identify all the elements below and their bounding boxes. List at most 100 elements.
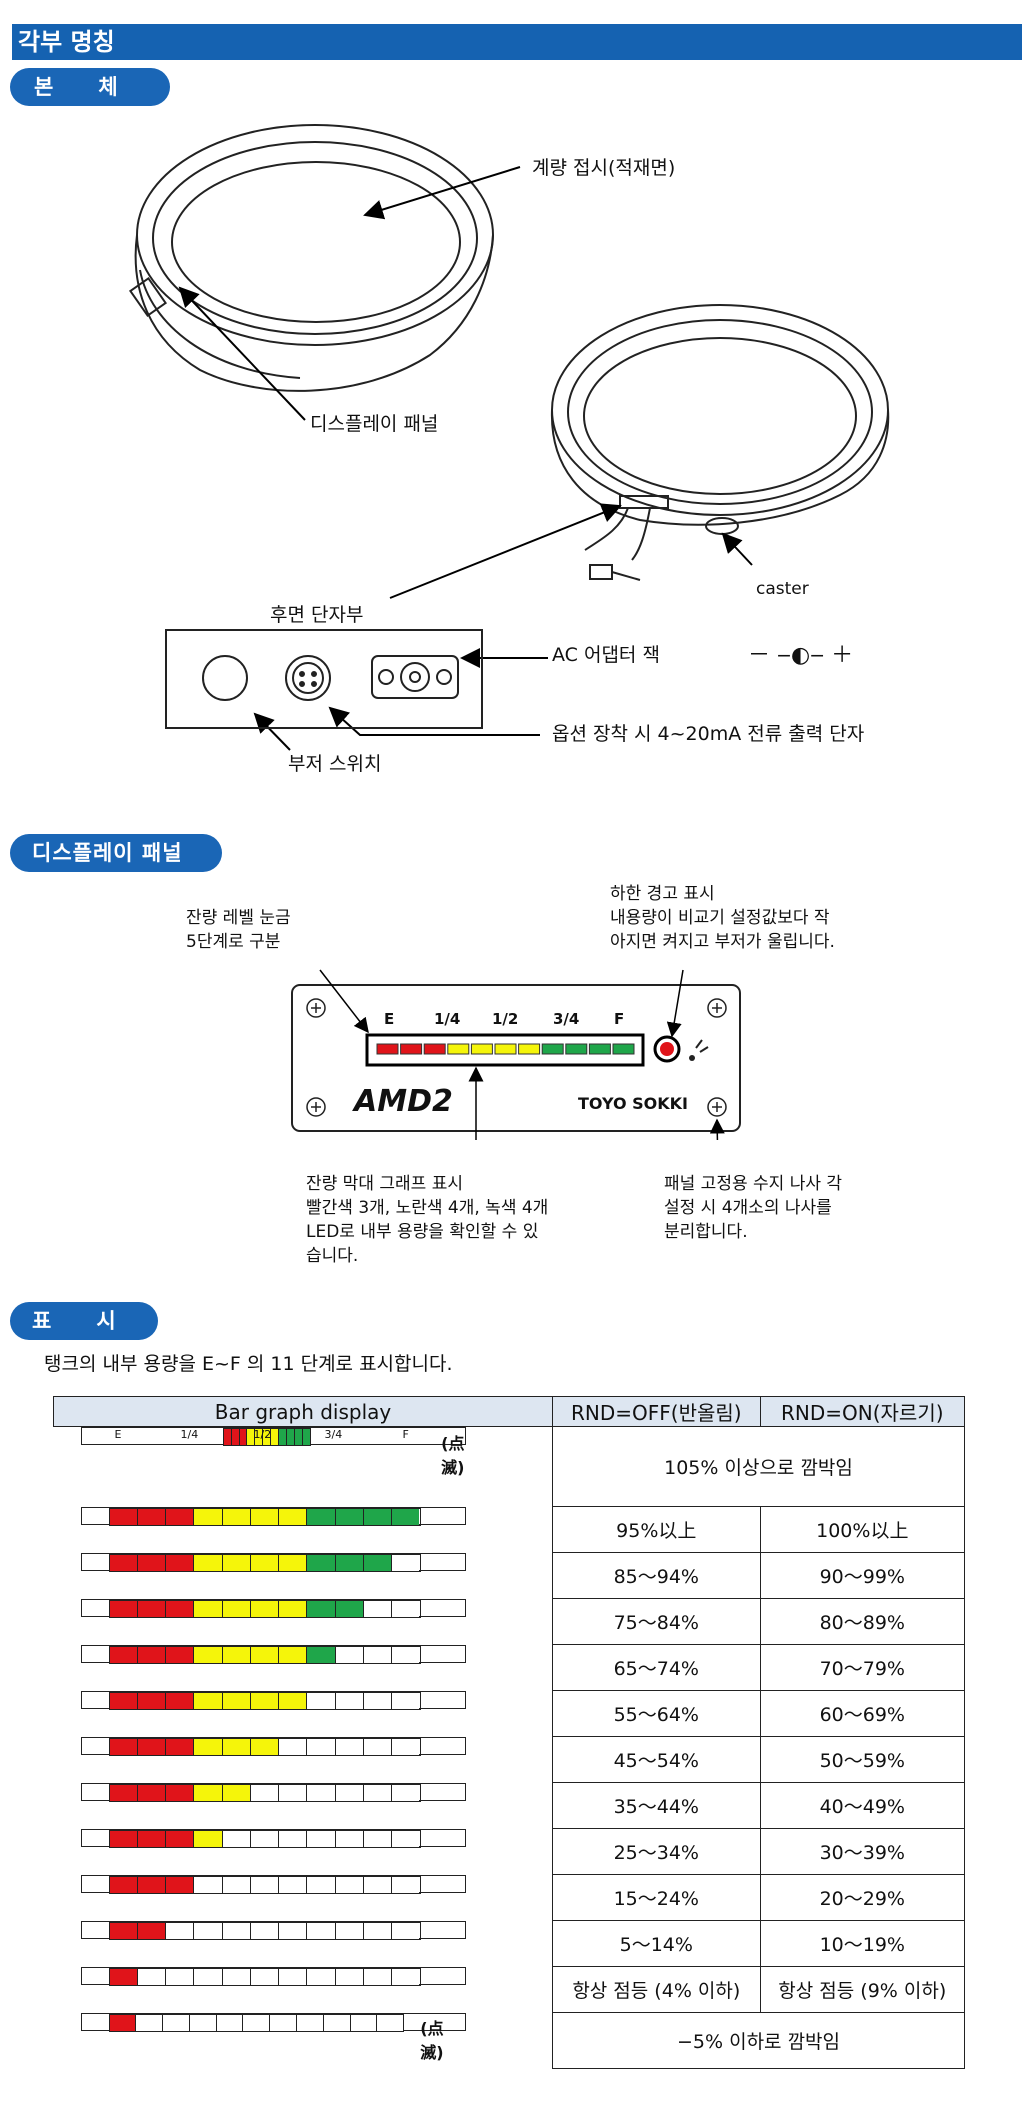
brand-name: TOYO SOKKI bbox=[578, 1094, 689, 1113]
bar-segment bbox=[166, 1738, 195, 1755]
bar-segment bbox=[137, 1784, 167, 1801]
label-buzzer-switch: 부저 스위치 bbox=[288, 753, 382, 775]
panel-led-segment bbox=[423, 1043, 446, 1055]
bar-segment bbox=[307, 1508, 336, 1525]
bar-segment bbox=[255, 1429, 264, 1445]
bar-tick-labels: E 1/4 1/2 3/4 F bbox=[109, 1428, 409, 1444]
bar-segment bbox=[335, 1692, 364, 1709]
label-warn-3: 아지면 켜지고 부저가 울립니다. bbox=[610, 932, 835, 952]
bar-segment bbox=[109, 1692, 138, 1709]
bar-segment bbox=[137, 1600, 167, 1617]
bar-segment bbox=[109, 1968, 138, 1985]
bar-segment bbox=[335, 1830, 364, 1847]
bar-segment bbox=[363, 1508, 393, 1525]
bar-segment bbox=[216, 2014, 244, 2031]
tick-e: E bbox=[114, 1428, 122, 1441]
bar-segment bbox=[335, 1876, 364, 1893]
bar-cell bbox=[80, 1506, 466, 1526]
label-plate: 계량 접시(적재면) bbox=[532, 157, 676, 179]
label-scale-1: 잔량 레벨 눈금 bbox=[186, 908, 291, 928]
bar-graph bbox=[108, 1875, 421, 1894]
bar-graph bbox=[108, 1967, 421, 1986]
bar-segment bbox=[109, 1830, 138, 1847]
bar-segment bbox=[250, 1554, 280, 1571]
bar-segment bbox=[377, 2014, 404, 2031]
bar-graph bbox=[108, 2013, 405, 2032]
rnd-off-value: 5～14% bbox=[552, 1920, 761, 1967]
bar-segment bbox=[250, 1738, 280, 1755]
bar-segment bbox=[109, 1784, 138, 1801]
bar-segment bbox=[287, 1429, 296, 1445]
rnd-on-value: 80～89% bbox=[759, 1598, 966, 1645]
table-row: 65～74%70～79% bbox=[54, 1644, 966, 1691]
bar-segment bbox=[279, 1830, 308, 1847]
bar-segment bbox=[222, 1922, 251, 1939]
bar-segment bbox=[307, 1968, 336, 1985]
bar-segment bbox=[222, 1508, 251, 1525]
label-display-panel: 디스플레이 패널 bbox=[310, 413, 439, 435]
bar-segment bbox=[222, 1876, 251, 1893]
bar-segment bbox=[166, 1554, 195, 1571]
bar-cell bbox=[80, 1552, 466, 1572]
table-row-underflow: (点滅)−5% 이하로 깜박임 bbox=[54, 2012, 965, 2069]
rnd-off-value: 55～64% bbox=[552, 1690, 761, 1737]
bar-segment bbox=[392, 1508, 420, 1525]
bar-cell bbox=[80, 1644, 466, 1664]
panel-led-segment bbox=[447, 1043, 470, 1055]
bar-segment bbox=[166, 1968, 195, 1985]
bar-graph bbox=[108, 1507, 421, 1526]
bar-segment bbox=[137, 1692, 167, 1709]
bar-segment bbox=[250, 1968, 280, 1985]
rnd-on-value: 10～19% bbox=[759, 1920, 966, 1967]
bar-segment bbox=[137, 1554, 167, 1571]
bar-segment bbox=[166, 1876, 195, 1893]
bar-segment bbox=[307, 1600, 336, 1617]
bar-segment bbox=[297, 2014, 324, 2031]
bar-segment bbox=[166, 1784, 195, 1801]
table-row: 75～84%80～89% bbox=[54, 1598, 966, 1645]
display-intro: 탱크의 내부 용량을 E~F 의 11 단계로 표시합니다. bbox=[44, 1353, 453, 1375]
header-rnd-on: RND=ON(자르기) bbox=[759, 1396, 966, 1427]
bar-segment bbox=[109, 1554, 138, 1571]
rnd-on-value: 70～79% bbox=[759, 1644, 966, 1691]
bar-segment bbox=[363, 1968, 393, 1985]
table-header-row: Bar graph display RND=OFF(반올림) RND=ON(자르… bbox=[52, 1396, 966, 1427]
bar-segment bbox=[307, 1784, 336, 1801]
bar-segment bbox=[335, 1968, 364, 1985]
page-title: 각부 명칭 bbox=[12, 24, 1022, 60]
bar-segment bbox=[239, 1429, 248, 1445]
bar-segment bbox=[136, 2014, 164, 2031]
bar-segment bbox=[194, 1738, 223, 1755]
label-warn-2: 내용량이 비교기 설정값보다 작 bbox=[610, 908, 830, 928]
bar-segment bbox=[137, 1830, 167, 1847]
panel-tick-three-quarter: 3/4 bbox=[553, 1010, 580, 1028]
bar-graph bbox=[108, 1645, 421, 1664]
bar-segment bbox=[222, 1646, 251, 1663]
bar-segment bbox=[307, 1554, 336, 1571]
bar-segment bbox=[166, 1646, 195, 1663]
bar-segment bbox=[363, 1646, 393, 1663]
bar-cell bbox=[80, 1736, 466, 1756]
rnd-off-value: 85～94% bbox=[552, 1552, 761, 1599]
bar-cell bbox=[80, 1920, 466, 1940]
bar-cell bbox=[80, 1966, 466, 1986]
bar-cell bbox=[80, 1828, 466, 1848]
bar-segment bbox=[279, 1554, 308, 1571]
rnd-off-value: 항상 점등 (4% 이하) bbox=[552, 1966, 761, 2013]
table-row: 85～94%90～99% bbox=[54, 1552, 966, 1599]
bar-segment bbox=[279, 1876, 308, 1893]
bar-segment bbox=[279, 1646, 308, 1663]
label-screw-3: 분리합니다. bbox=[664, 1222, 748, 1242]
rnd-on-value: 50～59% bbox=[759, 1736, 966, 1783]
rnd-on-value: 90～99% bbox=[759, 1552, 966, 1599]
bar-segment bbox=[194, 1554, 223, 1571]
table-row: 35～44%40～49% bbox=[54, 1782, 966, 1829]
bar-segment bbox=[222, 1968, 251, 1985]
rear-terminal-panel bbox=[165, 629, 483, 729]
bar-segment bbox=[166, 1922, 195, 1939]
bar-segment bbox=[194, 1508, 223, 1525]
bar-segment bbox=[279, 1968, 308, 1985]
bar-segment bbox=[279, 1738, 308, 1755]
rnd-off-value: 65～74% bbox=[552, 1644, 761, 1691]
bar-segment bbox=[223, 1429, 232, 1445]
